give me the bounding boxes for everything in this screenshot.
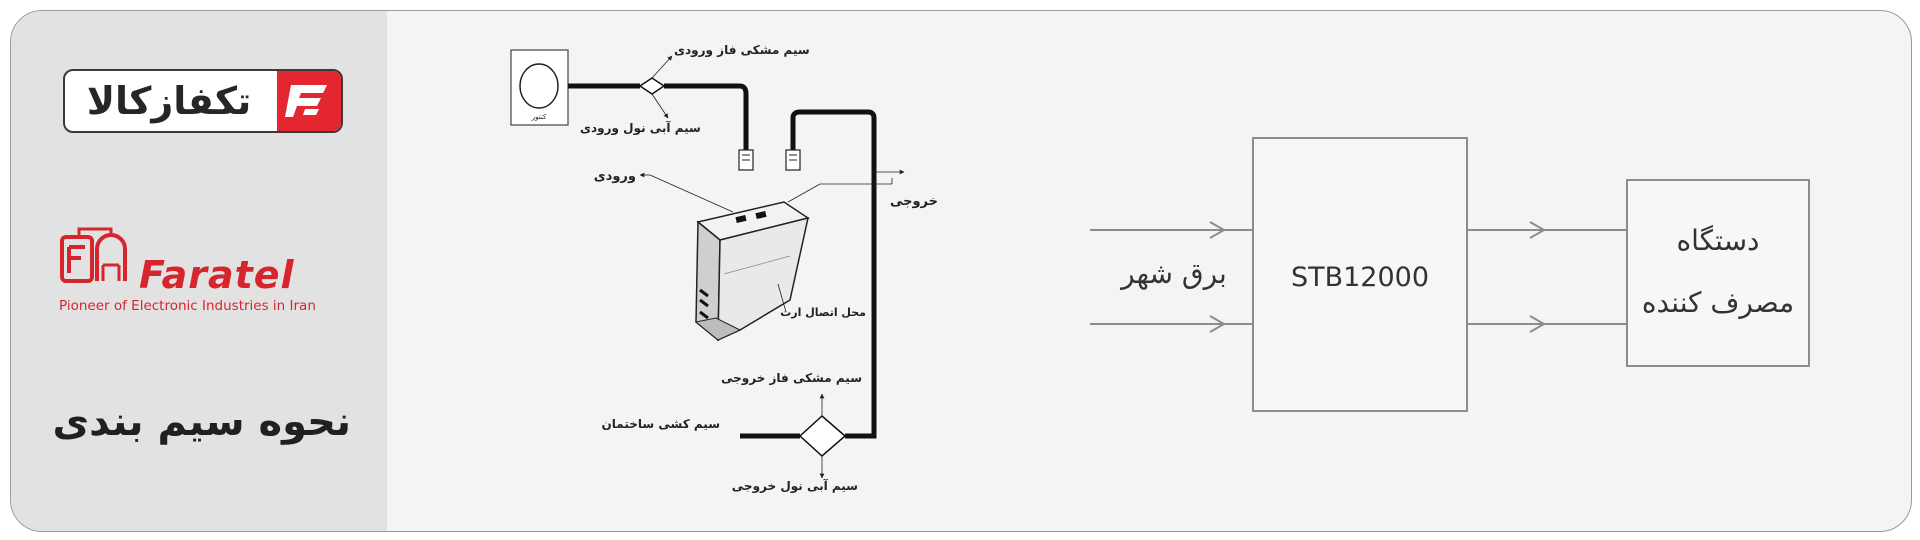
input-cable bbox=[568, 83, 749, 150]
input-label: ورودی bbox=[594, 169, 636, 184]
input-phase-label: سیم مشکی فاز ورودی bbox=[674, 43, 810, 58]
meter-box: کنتور bbox=[510, 49, 569, 126]
wiring-card: تکفازکالا Faratel Pioneer of Electronic … bbox=[10, 10, 1912, 532]
device-model-label: STB12000 bbox=[1291, 262, 1429, 293]
store-logo-text: تکفازکالا bbox=[86, 79, 252, 123]
store-logo-badge-icon bbox=[277, 71, 341, 131]
output-phase-label: سیم مشکی فاز خروجی bbox=[721, 371, 862, 386]
earth-label: محل اتصال ارت bbox=[780, 306, 866, 319]
block-diagram: برق شهر STB12000 دستگاه مصرف کننده bbox=[1090, 137, 1810, 412]
building-wiring-label: سیم کشی ساختمان bbox=[602, 417, 720, 431]
output-splitter bbox=[798, 414, 847, 458]
output-neutral-label: سیم آبی نول خروجی bbox=[732, 478, 858, 494]
consumer-line2: مصرف کننده bbox=[1642, 286, 1794, 319]
device-block bbox=[1252, 137, 1468, 412]
input-splitter bbox=[638, 77, 666, 95]
stabilizer-device bbox=[694, 201, 810, 342]
consumer-line1: دستگاه bbox=[1676, 224, 1759, 257]
consumer-block bbox=[1626, 179, 1810, 367]
brand-sidebar: تکفازکالا Faratel Pioneer of Electronic … bbox=[11, 11, 387, 531]
output-cable bbox=[790, 109, 877, 439]
faratel-wordmark: Faratel bbox=[139, 253, 295, 297]
store-logo: تکفازکالا bbox=[63, 69, 343, 133]
city-power-label: برق شهر bbox=[1119, 257, 1227, 290]
page-title: نحوه سیم بندی bbox=[52, 399, 351, 445]
input-neutral-label: سیم آبی نول ورودی bbox=[580, 120, 701, 136]
faratel-tagline: Pioneer of Electronic Industries in Iran bbox=[59, 298, 316, 314]
faratel-logo-icon bbox=[59, 225, 137, 299]
meter-label: کنتور bbox=[531, 113, 547, 121]
output-label: خروجی bbox=[890, 194, 938, 209]
